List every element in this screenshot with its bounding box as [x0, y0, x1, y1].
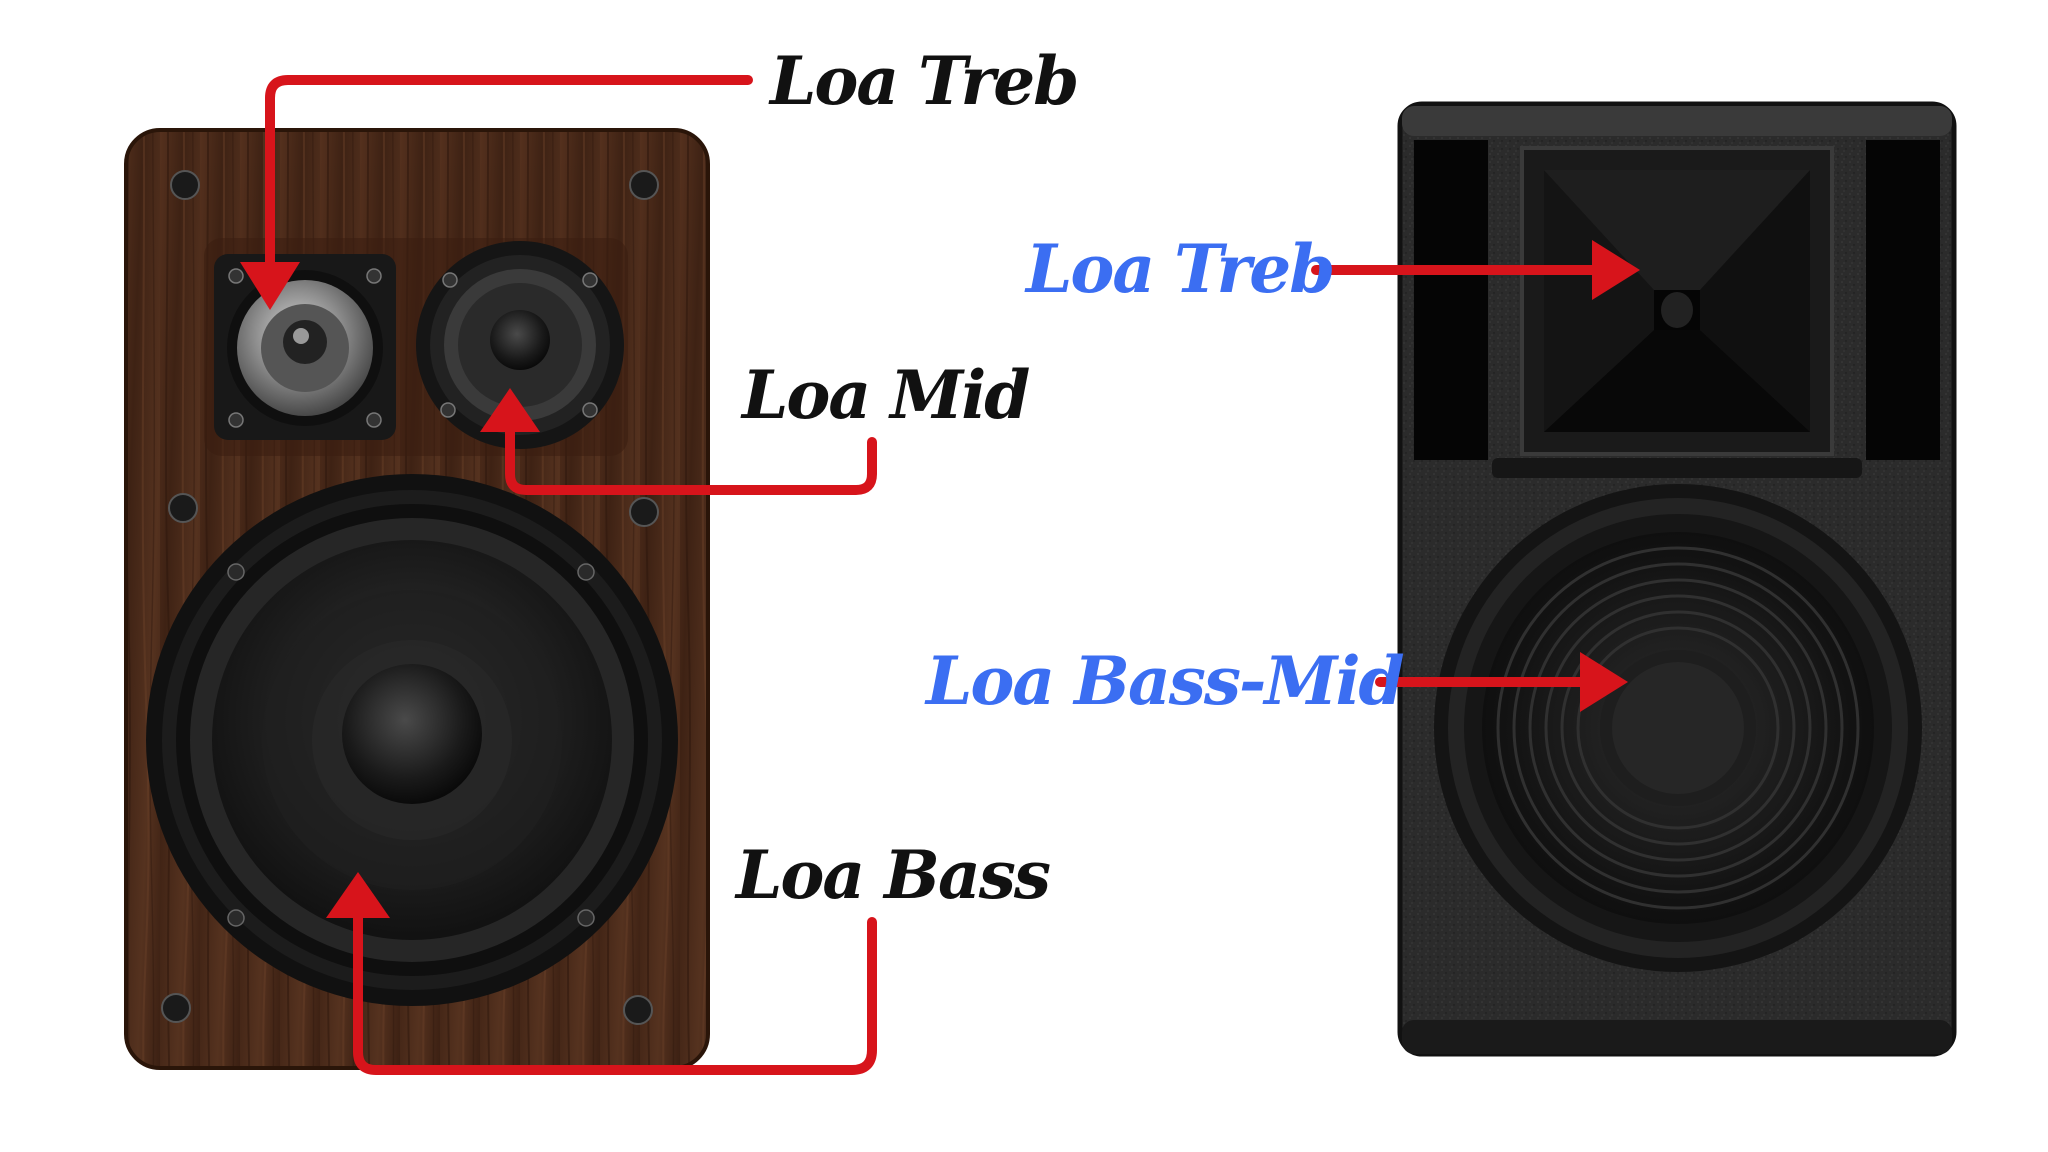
arrow-heads [240, 240, 1640, 918]
left-bass-driver [146, 474, 678, 1006]
arrow-left-treb [265, 75, 753, 275]
label-left-bass: Loa Bass [736, 836, 1051, 914]
label-left-treb: Loa Treb [770, 42, 1079, 120]
left-mid-driver [416, 241, 624, 449]
label-right-bass-mid: Loa Bass-Mid [926, 642, 1405, 720]
right-horn-tweeter [1492, 146, 1862, 478]
arrowhead-left-treb [240, 262, 300, 310]
label-right-treb: Loa Treb [1026, 230, 1335, 308]
cabinet-screws [161, 170, 659, 1025]
right-bass-mid-driver [1434, 484, 1922, 972]
arrow-left-bass [353, 901, 877, 1075]
left-tweeter [214, 254, 396, 440]
label-left-mid: Loa Mid [742, 356, 1030, 434]
callout-arrows [265, 75, 1605, 1075]
right-speaker [1397, 101, 1957, 1057]
left-speaker [124, 128, 710, 1070]
arrow-left-mid [505, 415, 877, 495]
